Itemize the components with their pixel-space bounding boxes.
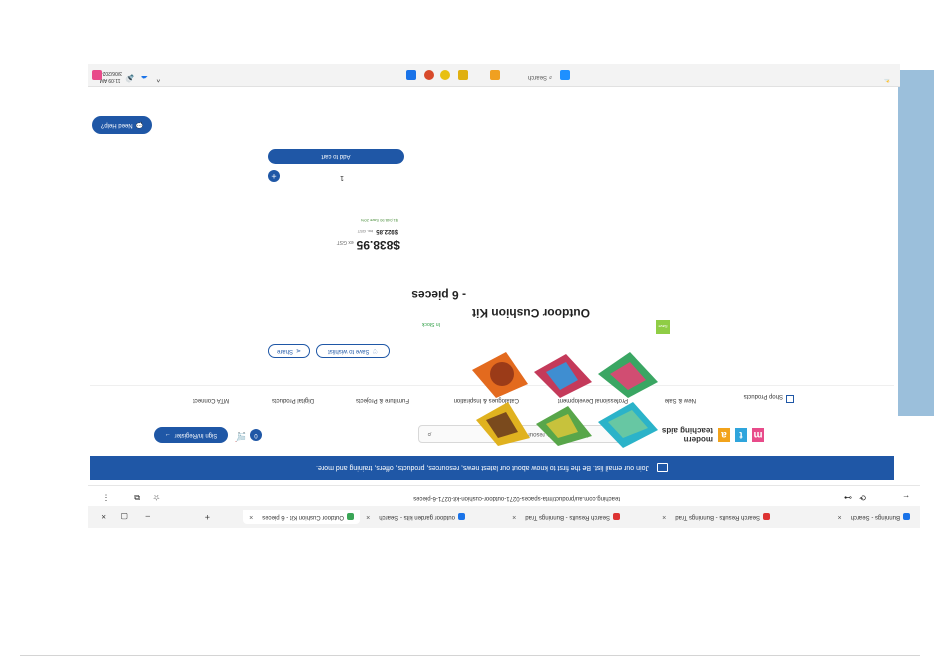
close-icon[interactable]: × <box>837 513 842 521</box>
folder-icon[interactable] <box>458 70 468 80</box>
onedrive-icon[interactable]: ☁ <box>141 74 148 81</box>
nav-mta-connect[interactable]: MTA Connect <box>193 397 229 403</box>
site-info-icon[interactable]: ⊶ <box>844 493 852 502</box>
search-icon[interactable]: ⌕ <box>427 430 432 439</box>
rrp-savings: $1,048.90 Save 20% <box>360 218 398 223</box>
maximize-button[interactable]: ▢ <box>120 512 128 522</box>
price-inc-gst: $922.85 <box>376 228 398 234</box>
cart-count-badge[interactable]: 0 <box>250 429 262 441</box>
price-block: $838.95 ex GST <box>337 238 400 252</box>
search-icon: ⌕ <box>546 74 552 80</box>
chevron-up-icon[interactable]: ^ <box>156 75 160 82</box>
quantity-value[interactable]: 1 <box>340 174 344 181</box>
price-inc-block: $922.85 inc. GST <box>358 228 398 234</box>
close-icon[interactable]: × <box>512 513 517 521</box>
start-icon[interactable] <box>560 70 570 80</box>
logo-block-t: t <box>735 428 747 442</box>
search-icon <box>458 513 465 521</box>
cushion-6 <box>472 352 528 398</box>
cushion-5 <box>534 354 592 398</box>
chat-icon: 💬 <box>135 121 144 128</box>
taskbar-search[interactable]: ⌕ Search <box>527 74 552 80</box>
cushion-3 <box>476 402 530 446</box>
share-icon: ⋖ <box>296 347 302 354</box>
close-icon[interactable]: × <box>249 513 254 521</box>
close-icon[interactable]: × <box>662 513 667 521</box>
browser-address-bar: ← ⟳ ⊶ teaching.com.au/product/mta-spaces… <box>88 485 920 506</box>
mta-icon <box>347 513 354 521</box>
logo-block-m: m <box>752 428 764 442</box>
nav-furniture-projects[interactable]: Furniture & Projects <box>355 397 409 403</box>
cart-icon[interactable]: 🛒 <box>234 432 246 442</box>
page-scroll-track[interactable] <box>898 70 934 416</box>
tab-search-results-1[interactable]: Search Results - Bunnings Trad× <box>662 510 770 524</box>
tab-outdoor-garden[interactable]: outdoor garden kits - Search× <box>366 510 465 524</box>
bunnings-icon <box>613 513 620 521</box>
browser-tab-bar: Bunnings - Search× Search Results - Bunn… <box>88 505 920 528</box>
save-to-wishlist-button[interactable]: ♡Save to wishlist <box>316 344 390 358</box>
window-close-button[interactable]: × <box>101 512 106 522</box>
stock-status: In Stock <box>421 321 440 327</box>
tab-active-product[interactable]: Outdoor Cushion Kit - 6 pieces× <box>243 510 360 524</box>
logo-block-a: a <box>718 428 730 442</box>
logo-wordmark: modern teaching aids <box>661 426 713 444</box>
quantity-stepper[interactable]: 1 + <box>268 166 404 184</box>
file-explorer-icon[interactable] <box>490 70 500 80</box>
add-to-cart-button[interactable]: Add to cart <box>268 149 404 164</box>
reload-icon[interactable]: ⟳ <box>859 493 866 502</box>
extensions-icon[interactable]: ⧉ <box>134 493 140 502</box>
windows-taskbar: ⛅ ⌕ Search ^ ☁ 🔊 11:09 AM 3/06/2024 <box>88 64 900 87</box>
mail-icon <box>656 463 668 473</box>
search-icon <box>903 513 910 521</box>
product-image[interactable] <box>468 340 668 460</box>
price-ex-label: ex GST <box>336 239 354 245</box>
quantity-plus-button[interactable]: + <box>268 170 280 182</box>
product-title-line2: - 6 pieces <box>411 288 466 302</box>
mta-logo[interactable]: mta m t a modern teaching aids <box>662 426 764 444</box>
product-title-line1: Outdoor Cushion Kit <box>472 306 590 320</box>
heart-icon: ♡ <box>372 347 378 354</box>
chrome-icon[interactable] <box>440 70 450 80</box>
price-ex-gst: $838.95 <box>356 238 400 252</box>
back-icon[interactable]: ← <box>902 493 910 502</box>
shop-icon <box>786 395 794 403</box>
cushion-1 <box>598 402 658 448</box>
bunnings-icon <box>763 513 770 521</box>
share-button[interactable]: ⋖Share <box>268 344 310 358</box>
minimize-button[interactable]: – <box>145 512 150 522</box>
star-icon[interactable]: ☆ <box>152 493 160 502</box>
cushion-2 <box>536 406 592 446</box>
close-icon[interactable]: × <box>366 513 371 521</box>
menu-icon[interactable]: ⋮ <box>102 493 110 502</box>
nav-digital-products[interactable]: Digital Products <box>271 397 314 403</box>
price-inc-label: inc. GST <box>357 229 374 234</box>
taskbar-left-weather: ⛅ <box>883 77 890 83</box>
outlook-icon[interactable] <box>406 70 416 80</box>
sign-in-button[interactable]: Sign In/Register → <box>154 427 228 443</box>
new-tab-button[interactable]: + <box>204 512 210 522</box>
cushion-4 <box>598 352 658 398</box>
volume-icon[interactable]: 🔊 <box>125 74 134 81</box>
notification-icon[interactable] <box>92 70 102 80</box>
firefox-icon[interactable] <box>424 70 434 80</box>
need-help-button[interactable]: 💬Need Help? <box>92 116 152 134</box>
nav-new-sale[interactable]: New & Sale <box>664 397 696 403</box>
cushion-gallery <box>472 352 658 448</box>
url-field[interactable]: teaching.com.au/product/mta-spaces-0271-… <box>413 495 620 501</box>
tab-search-results-2[interactable]: Search Results - Bunnings Trad× <box>512 510 620 524</box>
save-badge: Save <box>656 320 670 334</box>
tab-bunnings-search[interactable]: Bunnings - Search× <box>838 510 910 524</box>
login-arrow-icon: → <box>164 432 171 438</box>
nav-shop-products[interactable]: Shop Products <box>744 393 794 403</box>
taskbar-clock[interactable]: 11:09 AM 3/06/2024 <box>99 70 122 83</box>
scan-edge <box>20 655 920 656</box>
